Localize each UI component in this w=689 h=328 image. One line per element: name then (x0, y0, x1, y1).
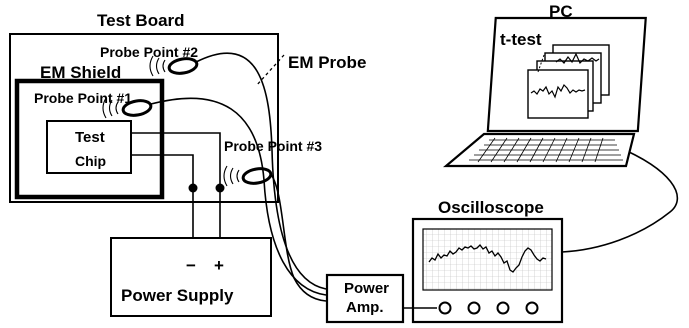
power-supply-label: Power Supply (121, 286, 234, 305)
junction-dot (188, 183, 198, 193)
junction-dot (215, 183, 225, 193)
probe-point-1-label: Probe Point #1 (34, 90, 133, 106)
em-probe-pointer (255, 54, 285, 87)
scope-waveform (428, 244, 547, 273)
oscilloscope-label: Oscilloscope (438, 198, 544, 217)
plus-label: + (214, 256, 224, 275)
power-amp (325, 273, 405, 324)
em-probe-label: EM Probe (288, 53, 367, 72)
power-supply (110, 237, 272, 317)
trace-waves (530, 52, 600, 99)
ttest-pointer (537, 54, 545, 73)
chip-label: Chip (75, 153, 107, 169)
power-amp-label-line2: Amp. (346, 299, 384, 316)
chip-wires (131, 132, 221, 245)
field-arcs (102, 55, 240, 187)
scope-knobs (438, 301, 539, 315)
em-shield-label: EM Shield (40, 63, 122, 82)
probe-head-2 (167, 57, 199, 75)
keyboard-grid (469, 137, 623, 163)
probe-cables (150, 52, 327, 302)
oscilloscope-screen (422, 228, 553, 291)
probe-head-1 (121, 99, 153, 117)
test-board-label: Test Board (97, 11, 185, 30)
scope-to-pc-cable (561, 147, 679, 253)
pc-label: PC (549, 2, 573, 21)
test-chip (46, 120, 132, 174)
minus-label: − (186, 256, 196, 275)
ttest-label: t-test (500, 30, 542, 49)
probe-point-3-label: Probe Point #3 (224, 138, 323, 154)
power-amp-label-line1: Power (344, 280, 390, 297)
test-label: Test (75, 129, 105, 146)
probe-point-2-label: Probe Point #2 (100, 44, 199, 60)
